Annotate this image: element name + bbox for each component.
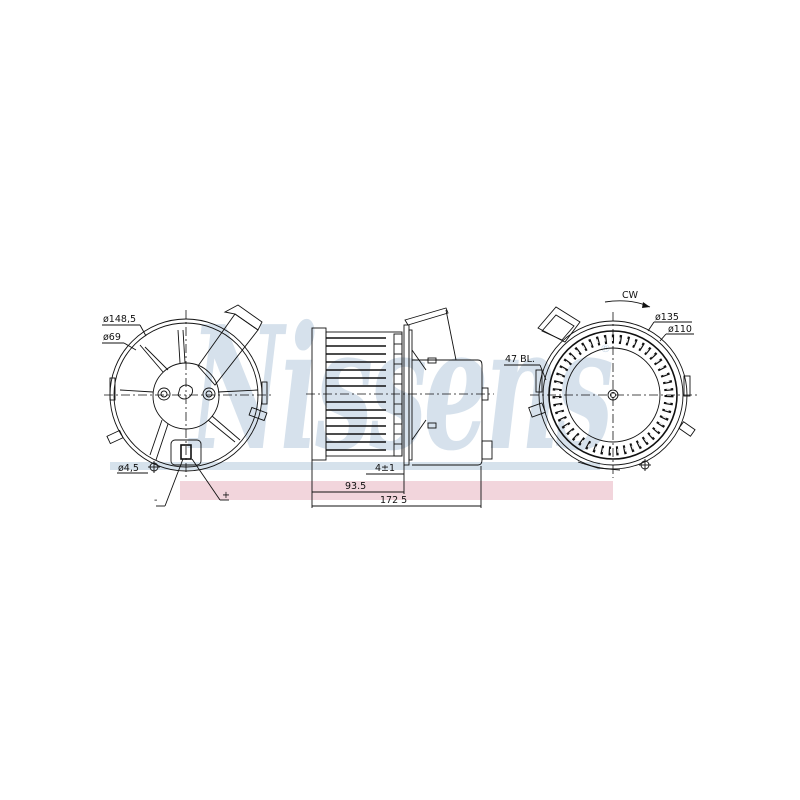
front-outer-diameter-label: ø148,5 — [103, 314, 136, 325]
side-view — [306, 307, 494, 508]
positive-terminal-label: + — [222, 490, 230, 501]
fan-length-dimension-label: 93.5 — [345, 481, 366, 492]
negative-terminal-label: - — [154, 495, 157, 506]
fan-blade-lines — [326, 337, 386, 451]
front-view — [102, 304, 272, 507]
rear-view — [504, 300, 698, 478]
watermark-brand: Nissens — [187, 289, 612, 489]
blade-count-label: 47 BL. — [505, 354, 535, 365]
rear-inner-diameter-label: ø110 — [668, 324, 692, 335]
watermark-band-pink — [180, 481, 613, 500]
front-inner-diameter-label: ø69 — [103, 332, 121, 343]
front-hole-diameter-label: ø4,5 — [118, 463, 139, 474]
gap-dimension-label: 4±1 — [375, 463, 395, 474]
total-length-dimension-label: 172 5 — [380, 495, 407, 506]
rotation-direction-label: CW — [622, 290, 639, 301]
rear-outer-diameter-label: ø135 — [655, 312, 679, 323]
watermark-band-blue — [110, 462, 600, 470]
